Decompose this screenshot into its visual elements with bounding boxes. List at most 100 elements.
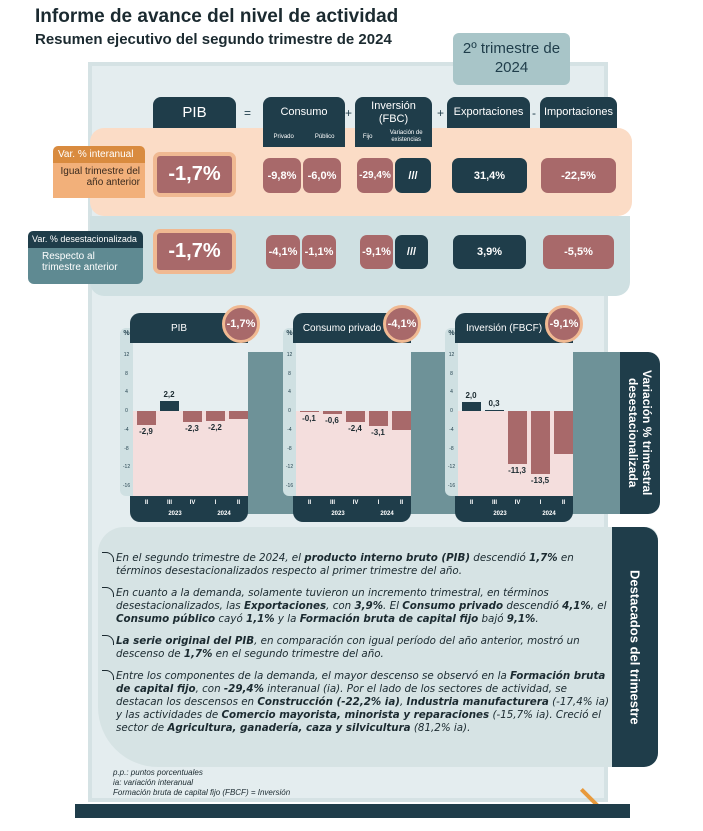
x-tick-label: I bbox=[214, 500, 217, 506]
page-title: Informe de avance del nivel de actividad bbox=[35, 6, 399, 27]
highlight-paragraph: Entre los componentes de la demanda, el … bbox=[102, 670, 614, 735]
bar-value-label: 2,0 bbox=[465, 390, 477, 400]
highlight-text: , con bbox=[326, 600, 355, 612]
value-pib-desestacionalizada: -1,7% bbox=[153, 229, 236, 274]
highlight-text: 1,7% bbox=[529, 552, 558, 564]
y-tick-label: 0 bbox=[125, 408, 128, 415]
x-tick-label: IV bbox=[352, 500, 359, 506]
y-tick-label: 8 bbox=[288, 370, 291, 377]
highlight-text: , con bbox=[195, 683, 224, 695]
x-tick-label: II bbox=[399, 500, 404, 506]
y-tick-label: 0 bbox=[288, 408, 291, 415]
operator-plus: + bbox=[345, 106, 353, 120]
bar-value-label: -2,2 bbox=[208, 423, 222, 433]
x-tick-label: II bbox=[561, 500, 566, 506]
highlight-text: Formación bruta de capital fijo bbox=[116, 670, 606, 695]
x-tick-label: I bbox=[377, 500, 380, 506]
highlight-paragraph: La serie original del PIB, en comparació… bbox=[102, 635, 614, 661]
highlight-text: Entre los componentes de la demanda, el … bbox=[116, 670, 511, 682]
highlight-text: La serie original del PIB bbox=[116, 635, 255, 647]
value-privado-interanual: -9,8% bbox=[263, 158, 301, 193]
value-importaciones-desestacionalizada: -5,5% bbox=[543, 235, 614, 269]
highlight-text: Exportaciones bbox=[243, 600, 327, 612]
y-tick-label: -12 bbox=[285, 464, 294, 471]
highlight-text: 3,9% bbox=[354, 600, 384, 612]
y-tick-label: 4 bbox=[125, 389, 128, 396]
y-tick-label: -4 bbox=[287, 426, 292, 433]
highlight-text: Comercio mayorista, minorista y reparaci… bbox=[221, 709, 490, 721]
positive-zone bbox=[296, 343, 411, 412]
highlights-side-label: Destacados del trimestre bbox=[612, 527, 658, 767]
operator-minus: - bbox=[532, 106, 536, 120]
y-axis-unit: % bbox=[123, 330, 130, 337]
highlight-text: (-17,4% ia) y las actividades de bbox=[116, 696, 609, 721]
bar-value-label: -13,5 bbox=[530, 476, 550, 486]
bar-value-label: 2,2 bbox=[163, 389, 175, 399]
y-tick-label: 8 bbox=[450, 370, 453, 377]
y-axis bbox=[445, 328, 458, 496]
highlight-text: , el bbox=[590, 600, 607, 612]
value-fijo-desestacionalizada: -9,1% bbox=[360, 235, 393, 269]
x-tick-label: III bbox=[166, 500, 172, 506]
year-label: 2023 bbox=[493, 511, 507, 517]
x-tick-label: IV bbox=[514, 500, 521, 506]
quarter-badge: 2º trimestre de 2024 bbox=[453, 33, 570, 85]
x-tick-label: IV bbox=[189, 500, 196, 506]
highlight-text: y la bbox=[274, 613, 300, 625]
highlight-text: -29,4% bbox=[223, 683, 264, 695]
highlight-paragraph: En el segundo trimestre de 2024, el prod… bbox=[102, 552, 614, 578]
y-axis-unit: % bbox=[286, 330, 293, 337]
bar bbox=[392, 411, 411, 431]
bar bbox=[369, 411, 388, 426]
highlight-text: en términos desestacionalizados respecto… bbox=[116, 552, 574, 577]
value-variacion-interanual: /// bbox=[395, 158, 431, 193]
positive-zone bbox=[458, 343, 573, 412]
year-label: 2023 bbox=[168, 511, 182, 517]
highlight-text: producto interno bruto (PIB) bbox=[304, 552, 471, 564]
highlight-text: Construcción (-22,2% ia) bbox=[257, 696, 400, 708]
highlight-text: cayó bbox=[215, 613, 247, 625]
row-tag-desestacionalizada: Var. % desestacionalizada bbox=[28, 231, 143, 248]
highlight-text: . El bbox=[383, 600, 403, 612]
bar-value-label: -11,3 bbox=[508, 466, 526, 475]
hook-icon bbox=[102, 635, 114, 645]
header-pib: PIB bbox=[153, 97, 236, 128]
subheader-variacion: Variación de existencias bbox=[389, 130, 423, 143]
y-axis bbox=[283, 328, 296, 496]
year-label: 2024 bbox=[380, 511, 394, 517]
highlight-text: 4,1% bbox=[562, 600, 591, 612]
bar bbox=[229, 411, 248, 420]
bar-value-label: -2,3 bbox=[185, 423, 199, 433]
y-axis-unit: % bbox=[448, 330, 455, 337]
bar-value-label: -3,1 bbox=[371, 427, 385, 437]
footer-bar bbox=[75, 804, 630, 818]
highlight-text: En el segundo trimestre de 2024, el bbox=[116, 552, 305, 564]
x-tick-label: II bbox=[307, 500, 312, 506]
subheader-publico: Público bbox=[314, 133, 335, 140]
y-tick-label: 0 bbox=[450, 408, 453, 415]
plot-area: -0,1-0,6-2,4-3,1 bbox=[296, 343, 411, 498]
year-label: 2024 bbox=[217, 511, 231, 517]
highlight-text: 1,1% bbox=[246, 613, 275, 625]
bar bbox=[554, 411, 573, 454]
page-subtitle: Resumen ejecutivo del segundo trimestre … bbox=[35, 31, 392, 48]
value-importaciones-interanual: -22,5% bbox=[541, 158, 616, 193]
hook-icon bbox=[102, 552, 114, 562]
highlight-paragraph: En cuanto a la demanda, solamente tuvier… bbox=[102, 587, 614, 626]
highlight-text: , en comparación con igual período del a… bbox=[116, 635, 580, 660]
bar bbox=[160, 400, 179, 412]
operator-equals: = bbox=[244, 106, 252, 120]
bar bbox=[462, 401, 481, 412]
y-tick-label: -8 bbox=[449, 445, 454, 452]
footnote: Formación bruta de capital fijo (FBCF) =… bbox=[113, 788, 291, 797]
y-tick-label: -4 bbox=[449, 426, 454, 433]
value-fijo-interanual: -29,4% bbox=[357, 158, 393, 193]
bar-value-label: -2,9 bbox=[139, 426, 153, 436]
y-tick-label: -16 bbox=[447, 483, 456, 489]
y-tick-label: -16 bbox=[285, 483, 294, 489]
bar-value-label: 0,3 bbox=[488, 398, 500, 408]
y-tick-label: -12 bbox=[447, 464, 456, 471]
